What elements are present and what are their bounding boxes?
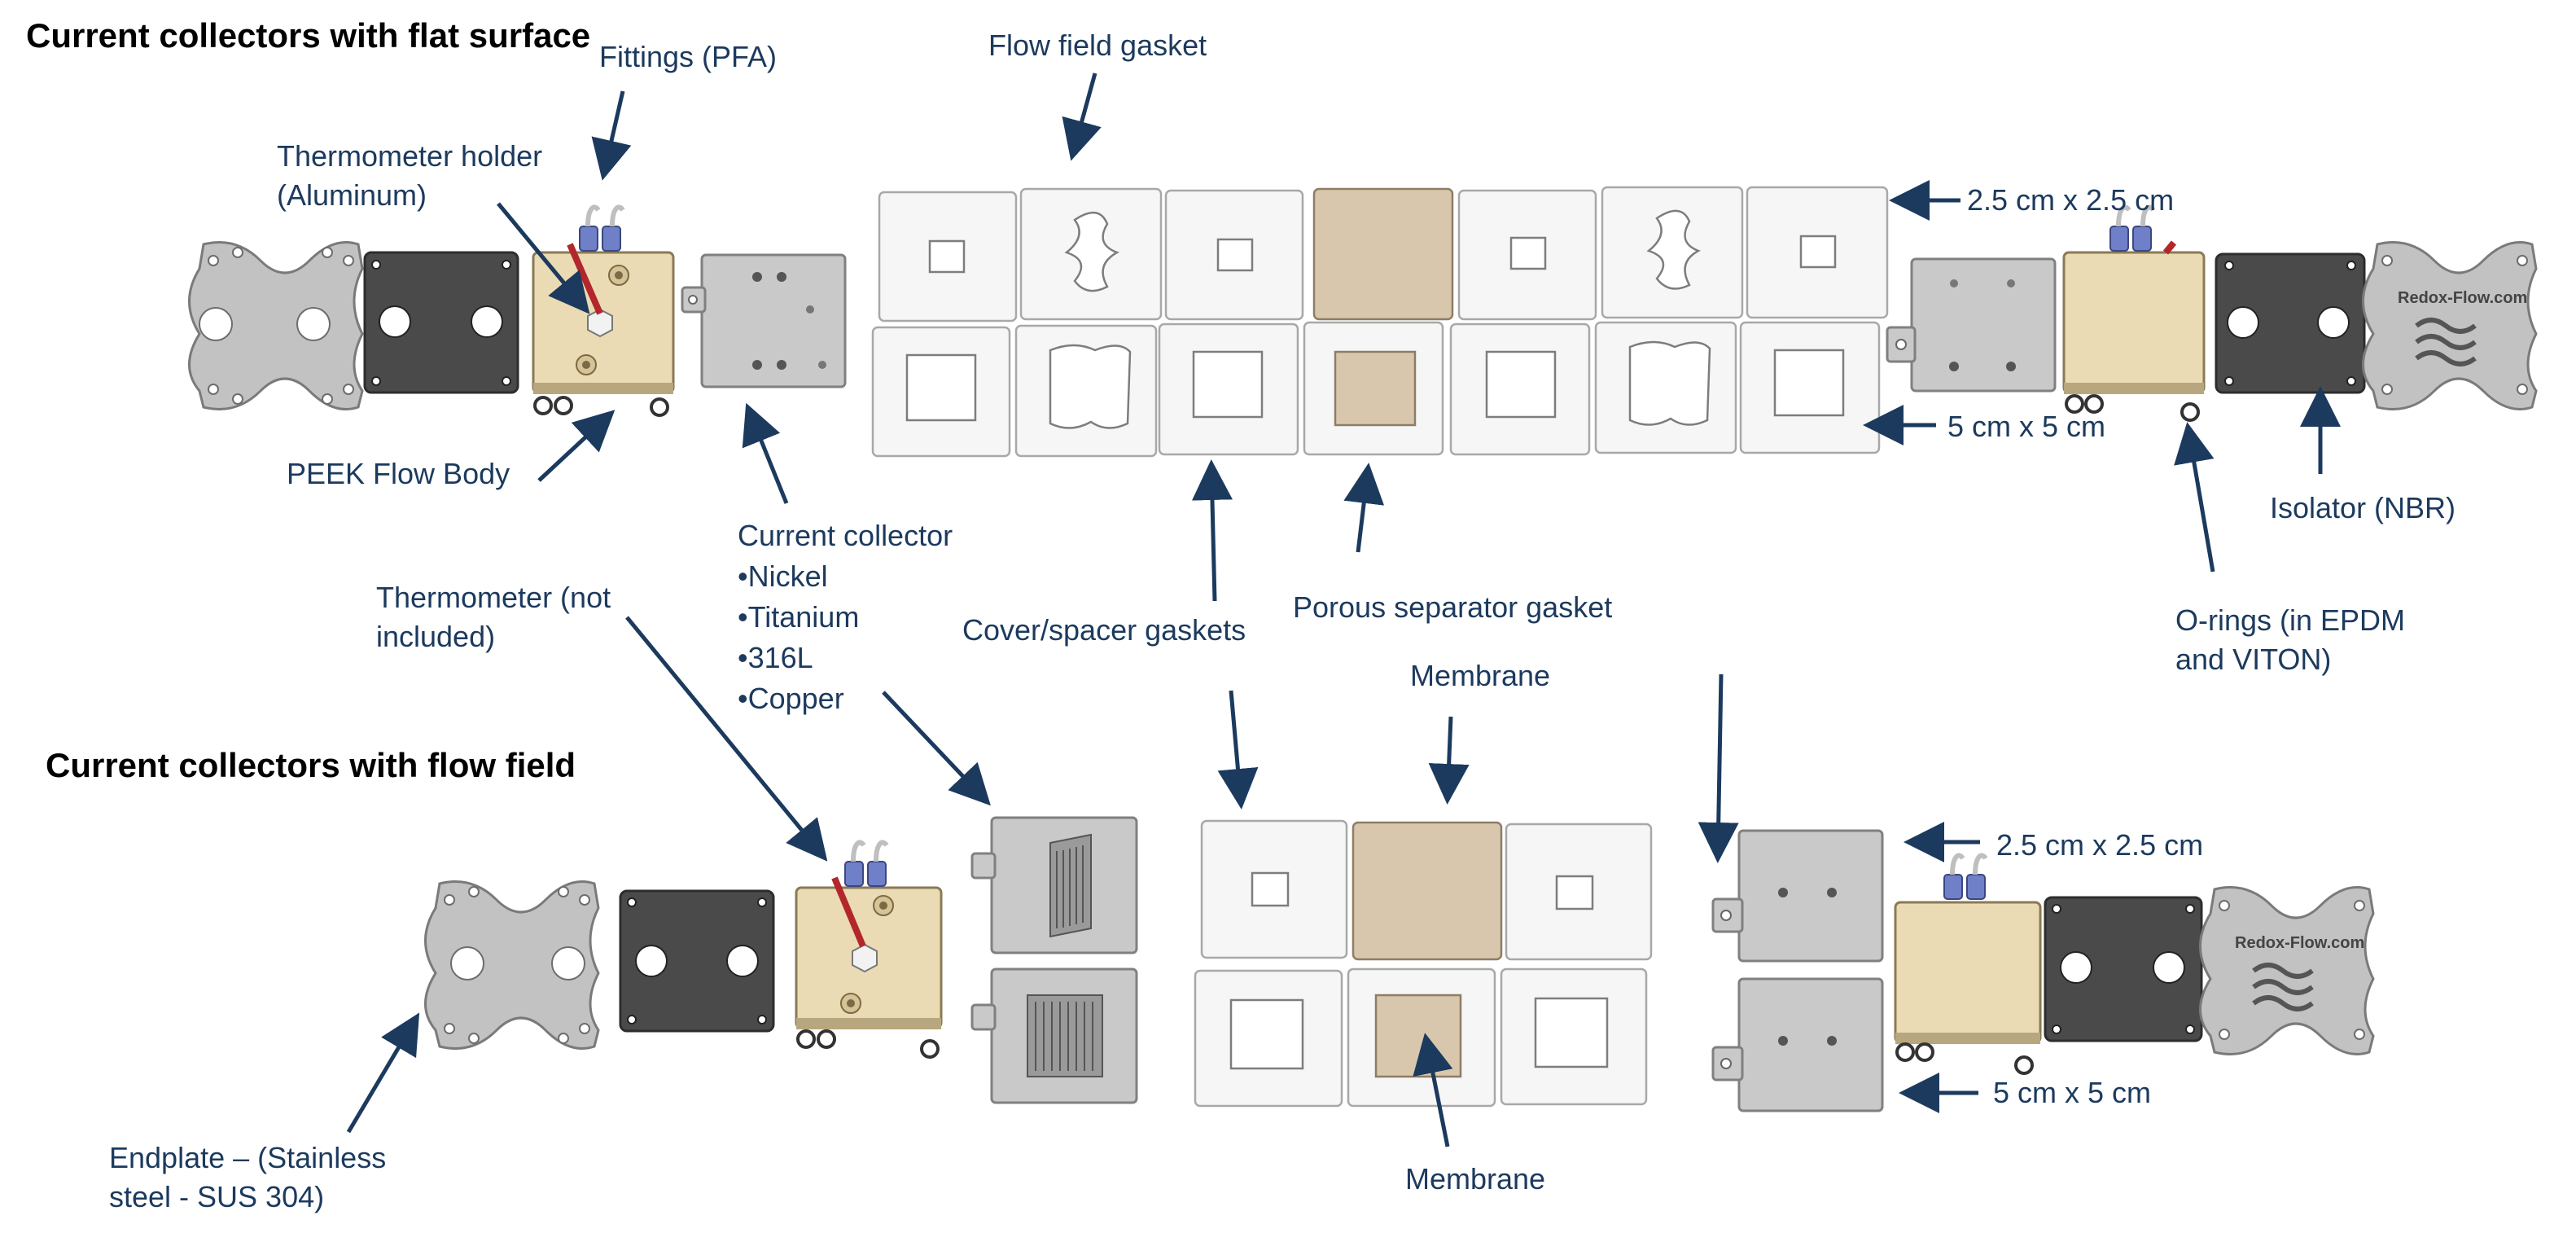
current-collector-top-right bbox=[1886, 257, 2057, 393]
endplate-top-left bbox=[188, 241, 364, 410]
label-flow-field-gasket: Flow field gasket bbox=[988, 29, 1207, 62]
heading-flow-field: Current collectors with flow field bbox=[46, 746, 576, 784]
label-size-large-top: 5 cm x 5 cm bbox=[1947, 410, 2105, 443]
isolator-top-right bbox=[2215, 252, 2366, 394]
arrow-endplate bbox=[346, 1012, 420, 1134]
label-membrane-top: Membrane bbox=[1410, 659, 1550, 692]
label-size-small-top: 2.5 cm x 2.5 cm bbox=[1967, 183, 2174, 217]
peek-flow-body-bottom-left bbox=[795, 840, 943, 1059]
label-size-large-bottom: 5 cm x 5 cm bbox=[1993, 1076, 2151, 1109]
arrow-cc-flowfield bbox=[882, 691, 991, 806]
logo-text-bottom: Redox-Flow.com bbox=[2235, 934, 2364, 952]
peek-flow-body-top-right bbox=[2062, 204, 2206, 422]
label-peek-flow-body: PEEK Flow Body bbox=[287, 457, 510, 490]
arrow-membrane-bottom bbox=[1413, 1033, 1453, 1147]
label-isolator: Isolator (NBR) bbox=[2270, 491, 2456, 524]
heading-flat-surface: Current collectors with flat surface bbox=[26, 16, 590, 55]
arrow-cover-spacer bbox=[1191, 459, 1233, 602]
arrow-current-collector bbox=[742, 402, 789, 504]
endplate-bottom-right: Redox-Flow.com bbox=[2199, 886, 2375, 1055]
endplate-bottom-left bbox=[424, 880, 600, 1050]
label-thermometer-2: included) bbox=[376, 620, 495, 653]
endplate-top-right: Redox-Flow.com bbox=[2362, 241, 2538, 410]
label-membrane-bottom: Membrane bbox=[1405, 1162, 1545, 1196]
current-collectors-bottom-right bbox=[1711, 829, 1884, 1112]
label-cc-material-4: •Copper bbox=[738, 682, 844, 715]
peek-flow-body-top-left bbox=[532, 204, 675, 417]
peek-flow-body-bottom-right bbox=[1894, 853, 2042, 1075]
arrow-cover-spacer-bottom bbox=[1217, 690, 1259, 809]
label-cc-material-2: •Titanium bbox=[738, 600, 859, 634]
label-orings-1: O-rings (in EPDM bbox=[2175, 603, 2405, 637]
label-endplate-1: Endplate – (Stainless bbox=[109, 1141, 386, 1174]
label-cc-material-1: •Nickel bbox=[738, 559, 828, 593]
logo-text-top: Redox-Flow.com bbox=[2398, 289, 2527, 307]
flow-field-collector-bottom-left bbox=[970, 816, 1138, 1104]
arrow-orings bbox=[2174, 422, 2215, 573]
label-size-small-bottom: 2.5 cm x 2.5 cm bbox=[1996, 828, 2203, 862]
label-thermometer-1: Thermometer (not bbox=[376, 581, 611, 614]
label-thermometer-holder-1: Thermometer holder bbox=[277, 139, 542, 173]
label-porous-separator: Porous separator gasket bbox=[1293, 590, 1612, 624]
gasket-row-top-small bbox=[878, 186, 1889, 322]
arrow-membrane-top bbox=[1428, 716, 1470, 805]
label-orings-2: and VITON) bbox=[2175, 643, 2331, 676]
isolator-bottom-left bbox=[619, 889, 775, 1033]
arrow-thermometer bbox=[625, 616, 828, 862]
arrow-porous-separator bbox=[1343, 463, 1385, 553]
arrows bbox=[346, 72, 2341, 1147]
label-fittings: Fittings (PFA) bbox=[599, 40, 777, 73]
isolator-top-left bbox=[363, 251, 519, 394]
isolator-bottom-right bbox=[2044, 896, 2203, 1042]
label-endplate-2: steel - SUS 304) bbox=[109, 1180, 324, 1213]
arrow-fittings bbox=[591, 90, 632, 181]
arrow-collector-bottom-right bbox=[1698, 673, 1739, 863]
gasket-row-top-large bbox=[871, 321, 1881, 458]
label-thermometer-holder-2: (Aluminum) bbox=[277, 178, 427, 212]
label-current-collector: Current collector bbox=[738, 519, 953, 552]
label-cc-material-3: •316L bbox=[738, 641, 813, 674]
arrow-flow-field-gasket bbox=[1062, 72, 1102, 161]
label-cover-spacer: Cover/spacer gaskets bbox=[962, 613, 1246, 647]
current-collector-top-left bbox=[681, 253, 847, 388]
gasket-grid-bottom bbox=[1194, 819, 1653, 1108]
arrow-peek-body bbox=[537, 410, 616, 482]
arrow-thermometer-holder bbox=[497, 202, 590, 314]
